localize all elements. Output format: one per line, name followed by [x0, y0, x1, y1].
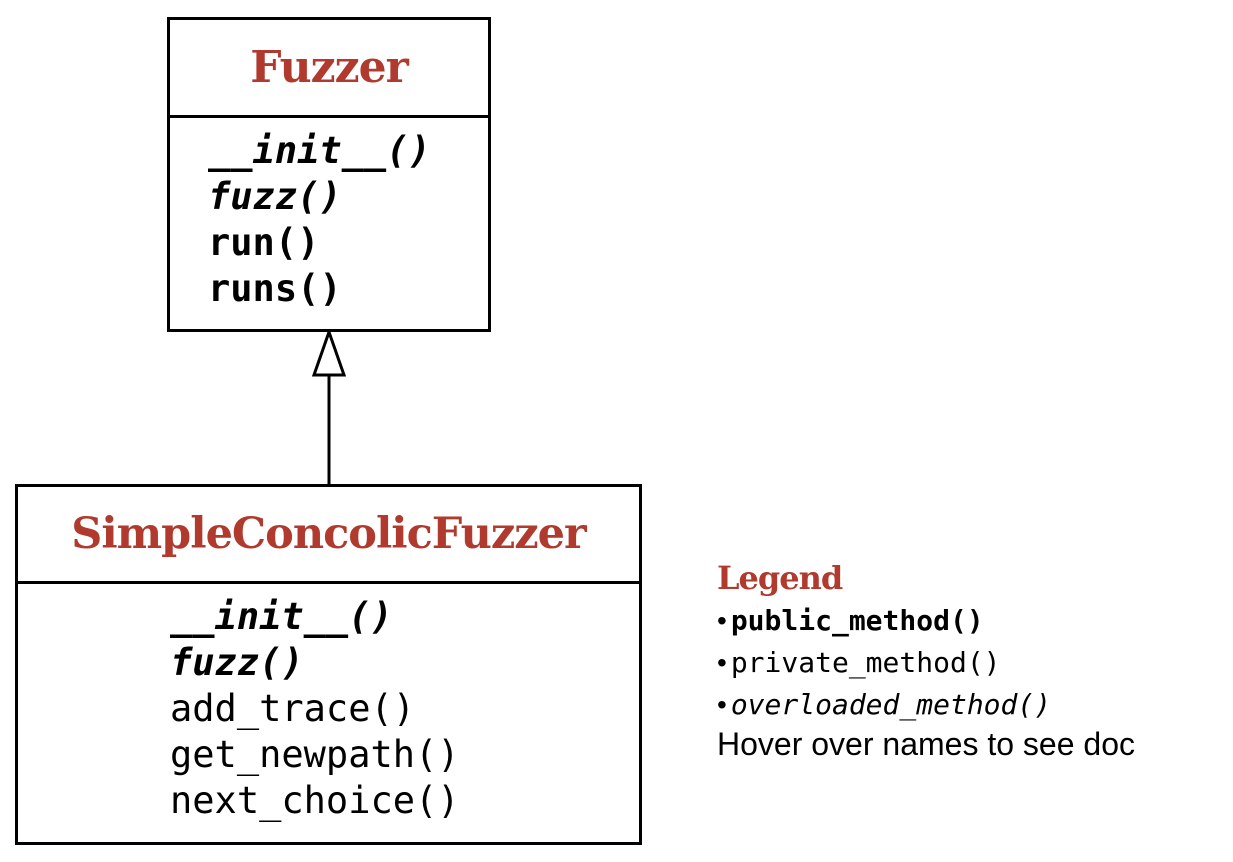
bullet-icon: •	[717, 689, 727, 720]
class-name-simple-concolic-fuzzer[interactable]: SimpleConcolicFuzzer	[71, 509, 586, 559]
legend-label-overloaded: overloaded_method()	[730, 688, 1052, 721]
method-next-choice[interactable]: next_choice()	[170, 779, 460, 822]
legend-item-public: • public_method()	[717, 600, 1217, 642]
method-init[interactable]: __init__()	[170, 595, 393, 638]
inheritance-arrowhead	[311, 327, 347, 377]
legend-item-private: • private_method()	[717, 642, 1217, 684]
method-list: __init__() fuzz() run() runs()	[170, 118, 488, 312]
legend-title: Legend	[717, 559, 843, 597]
method-runs[interactable]: runs()	[208, 267, 342, 310]
legend-label-private: private_method()	[730, 646, 1001, 679]
legend: Legend • public_method() • private_metho…	[717, 556, 1217, 762]
method-fuzz[interactable]: fuzz()	[208, 175, 342, 218]
class-fuzzer[interactable]: Fuzzer __init__() fuzz() run() runs()	[167, 17, 491, 332]
bullet-icon: •	[717, 605, 727, 636]
method-add-trace[interactable]: add_trace()	[170, 687, 416, 730]
class-simple-concolic-fuzzer[interactable]: SimpleConcolicFuzzer __init__() fuzz() a…	[15, 484, 642, 845]
class-header: SimpleConcolicFuzzer	[18, 487, 639, 584]
legend-hint: Hover over names to see doc	[717, 726, 1135, 762]
bullet-icon: •	[717, 647, 727, 678]
class-name-fuzzer[interactable]: Fuzzer	[250, 42, 409, 93]
legend-label-public: public_method()	[730, 604, 984, 637]
method-init[interactable]: __init__()	[208, 129, 431, 172]
legend-item-overloaded: • overloaded_method()	[717, 684, 1217, 726]
method-get-newpath[interactable]: get_newpath()	[170, 733, 460, 776]
method-fuzz[interactable]: fuzz()	[170, 641, 304, 684]
class-header: Fuzzer	[170, 20, 488, 118]
method-run[interactable]: run()	[208, 221, 320, 264]
method-list: __init__() fuzz() add_trace() get_newpat…	[18, 584, 639, 824]
